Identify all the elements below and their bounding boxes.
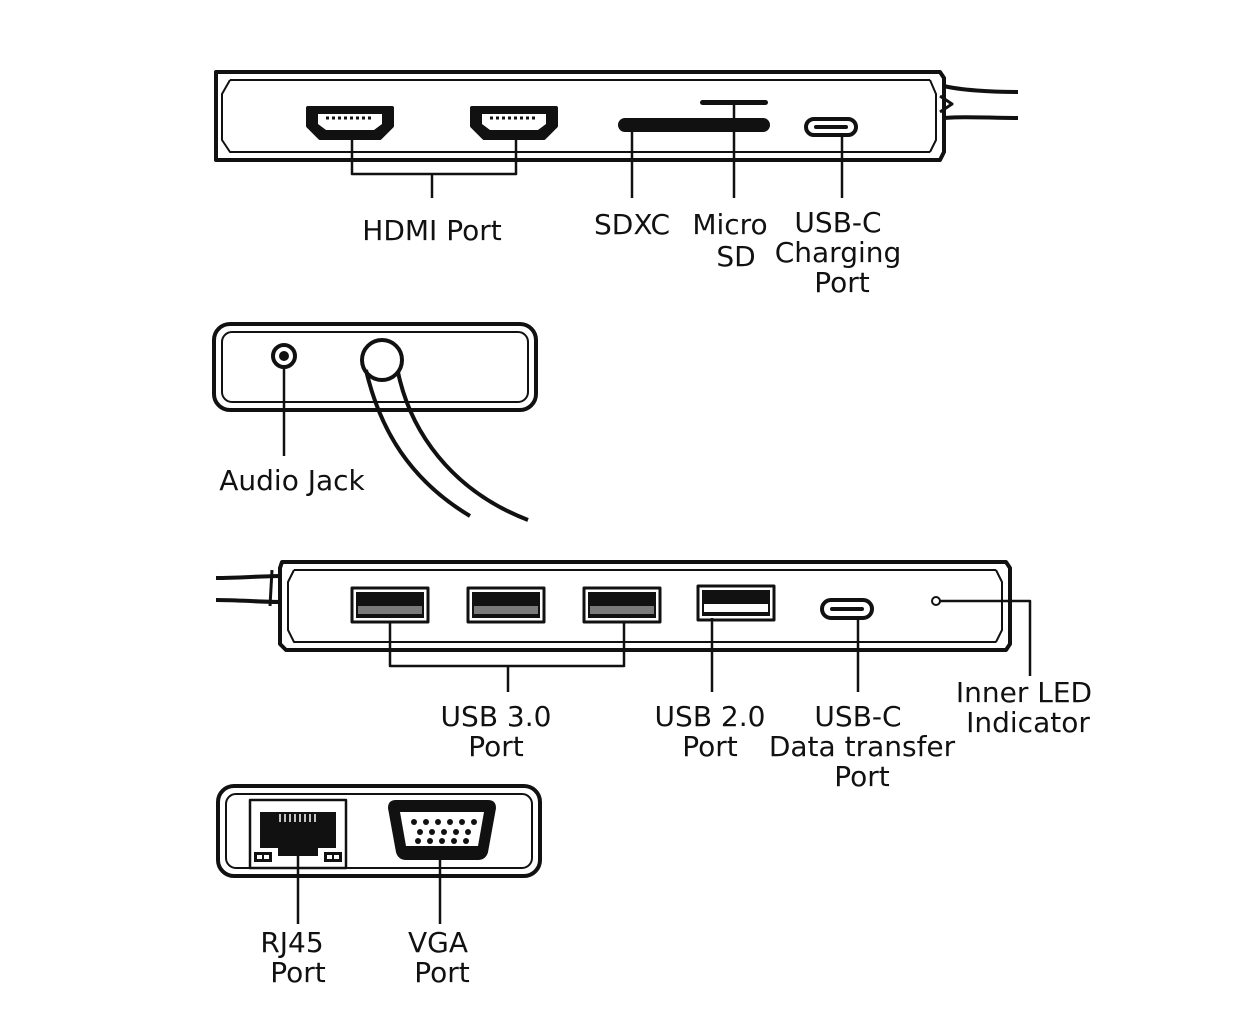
rj45-led-right: [324, 852, 342, 862]
usb30-port-3: [582, 586, 662, 624]
usb20-port: [696, 584, 776, 622]
cable-left: [215, 569, 283, 607]
usbc-data-label-line3: Port: [834, 760, 890, 793]
usbc-data-port: [820, 598, 874, 620]
usbc-charging-label-line3: Port: [814, 266, 870, 299]
hub-side-audio: [212, 322, 538, 522]
led-label-line1: Inner LED: [956, 676, 1092, 709]
vga-label-line1: VGA: [408, 926, 468, 959]
rj45-label-line1: RJ45: [260, 926, 323, 959]
hub-body-usb: [278, 560, 1012, 652]
rj45-label-line2: Port: [270, 956, 326, 989]
microsd-slot: [700, 100, 768, 105]
audio-jack: [271, 343, 297, 369]
microsd-label-line1: Micro: [692, 208, 767, 241]
microsd-label-line2: SD: [716, 240, 755, 273]
usbc-data-label-line2: Data transfer: [769, 730, 956, 763]
usbc-data-label-line1: USB-C: [814, 700, 901, 733]
cable-exit: [360, 338, 529, 522]
audio-jack-label: Audio Jack: [219, 464, 365, 497]
rj45-led-left: [254, 852, 272, 862]
hub-side-hdmi-sd-usbc: [214, 70, 1019, 198]
usb30-label-line1: USB 3.0: [441, 700, 552, 733]
hub-side-rj45-vga: [216, 784, 542, 924]
sdxc-label: SDXC: [594, 208, 670, 241]
hub-body-end-2: [216, 784, 542, 878]
hdmi-port-label: HDMI Port: [362, 214, 501, 247]
hub-bevel-top: [221, 79, 937, 153]
usb20-label-line1: USB 2.0: [655, 700, 766, 733]
led-indicator: [931, 596, 941, 606]
vga-label-line2: Port: [414, 956, 470, 989]
usbc-charging-port: [804, 117, 858, 137]
sdxc-slot: [618, 118, 770, 132]
hub-body-top: [214, 70, 946, 162]
led-label-line2: Indicator: [966, 706, 1090, 739]
usb20-label-line2: Port: [682, 730, 738, 763]
rj45-port: [248, 798, 348, 870]
cable-top: [939, 84, 1019, 120]
usb30-port-2: [466, 586, 546, 624]
usb30-label-line2: Port: [468, 730, 524, 763]
leaders-usb: [388, 599, 1032, 692]
leaders-bottom: [296, 856, 442, 924]
usbc-charging-label-line1: USB-C: [794, 206, 881, 239]
hub-side-usb: [215, 560, 1032, 692]
vga-port: [388, 800, 496, 860]
usb30-port-1: [350, 586, 430, 624]
hdmi-port-2: [470, 106, 558, 140]
hub-body-end: [212, 322, 538, 412]
hdmi-port-1: [306, 106, 394, 140]
leaders-top: [350, 105, 844, 198]
usbc-charging-label-line2: Charging: [775, 236, 902, 269]
